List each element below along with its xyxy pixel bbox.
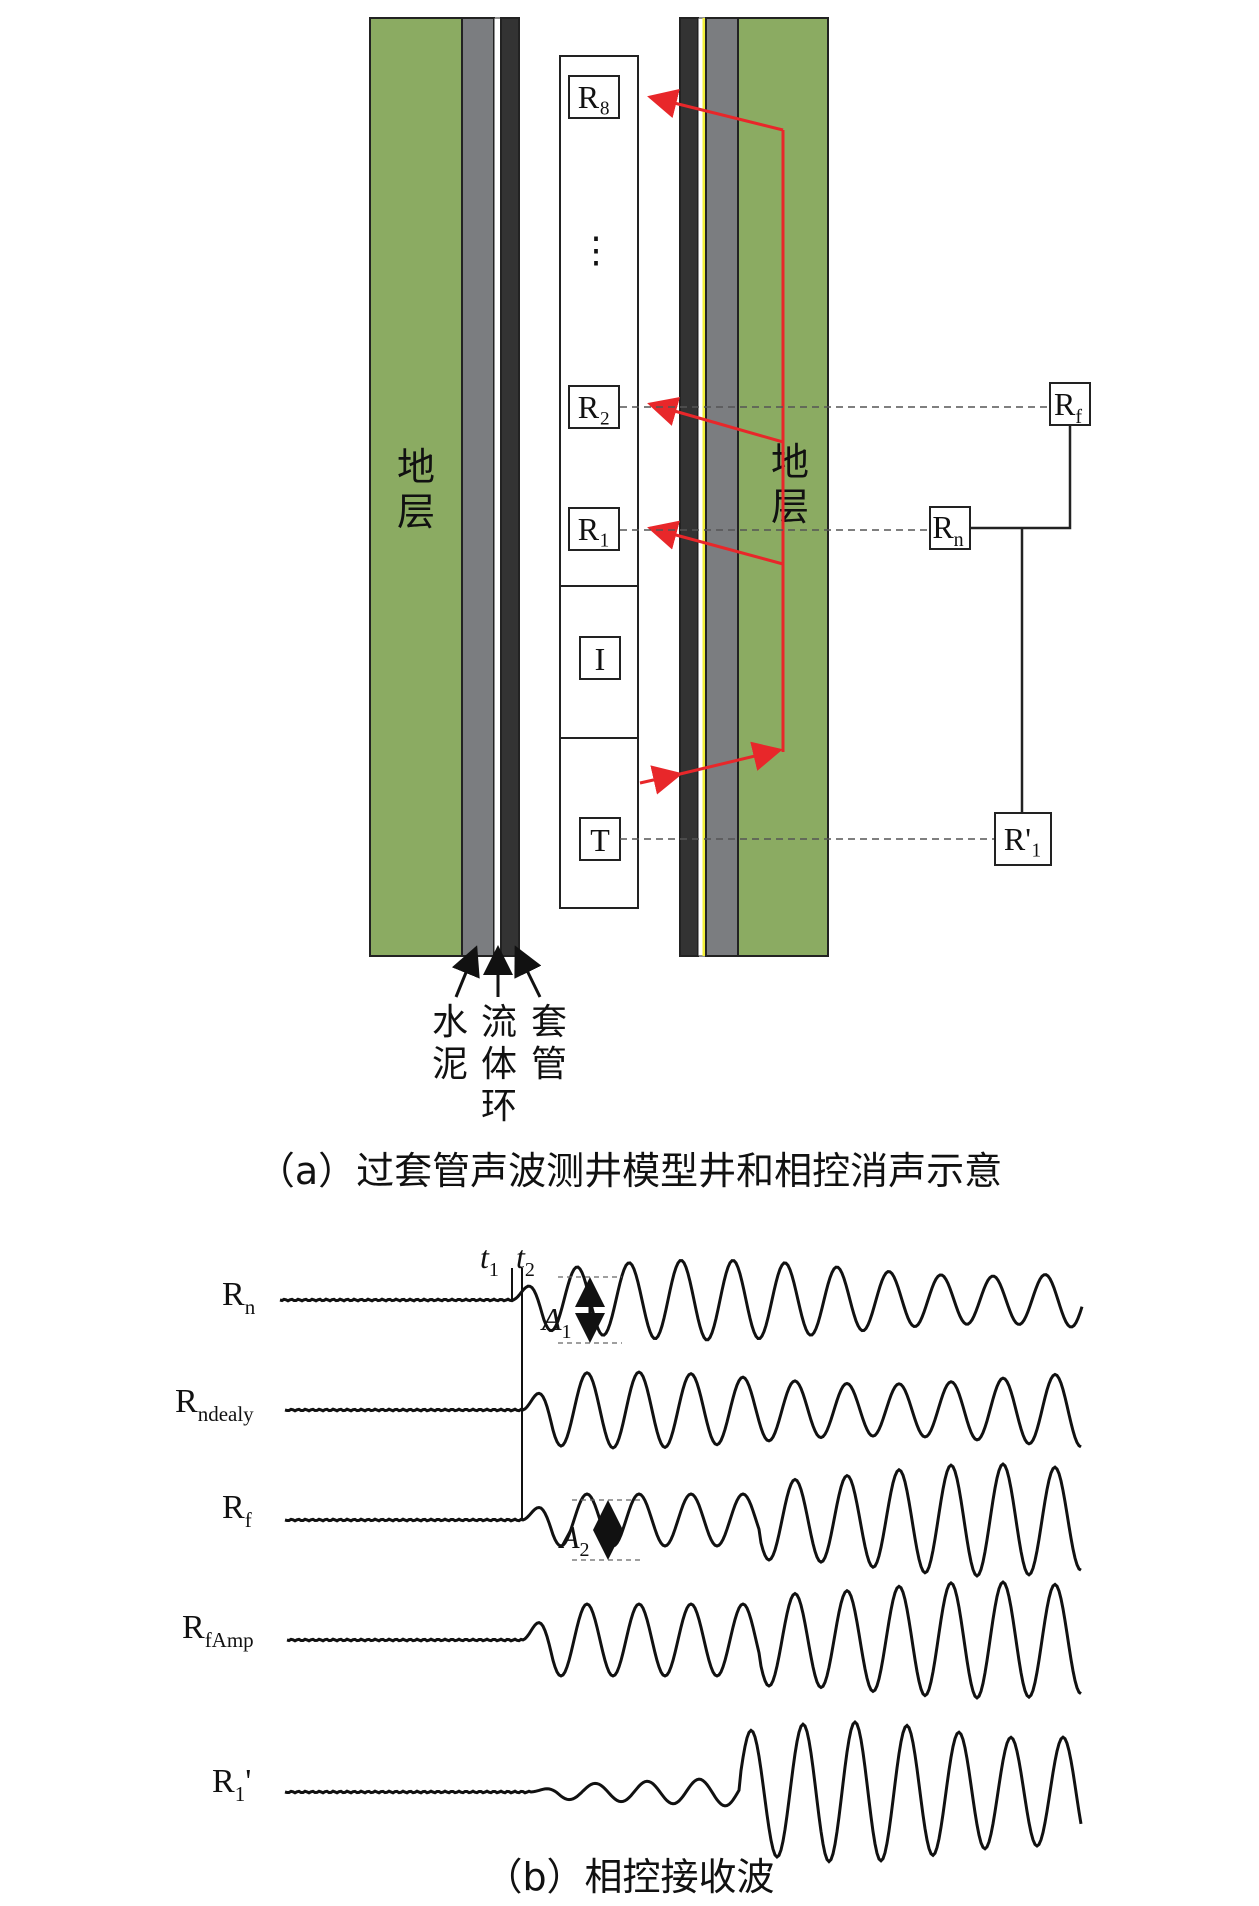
processing-wire-rf <box>970 425 1072 530</box>
transmitter-label: T <box>590 822 610 858</box>
cement-arrow <box>451 945 480 998</box>
formation-left-label-1: 地 <box>397 445 435 489</box>
a1-label: A1 <box>540 1301 572 1343</box>
isolator-box <box>579 636 621 680</box>
t2-label: t2 <box>516 1239 535 1281</box>
trace-rn <box>279 1259 1084 1342</box>
trace-label-rfamp: RfAmp <box>182 1609 254 1652</box>
receiver-r2-label: R₂ <box>578 389 611 425</box>
trace-label-r1prime: R1' <box>212 1763 251 1806</box>
well-model: R₈ ⋮ R₂ R₁ I T 地 层 地 层 Rf Rn <box>369 17 1091 1127</box>
receiver-r2-box <box>568 385 620 429</box>
receiver-r8-box <box>568 75 620 119</box>
trace-rndealy <box>284 1370 1082 1450</box>
fluid-label-2: 体 <box>481 1044 517 1085</box>
a2-label: A2 <box>558 1519 590 1561</box>
isolator-label: I <box>595 641 606 677</box>
receiver-r8-label: R₈ <box>578 79 611 115</box>
cement-label-2: 泥 <box>432 1044 468 1085</box>
waveform-panel: Rn Rndealy Rf RfAmp R1' t1 t2 A1 A2 <box>175 1239 1084 1864</box>
transmitter-box <box>579 817 621 861</box>
formation-right-label-2: 层 <box>771 485 809 529</box>
casing-label-2: 管 <box>531 1044 567 1085</box>
receiver-r1-label: R₁ <box>578 511 611 547</box>
cement-left <box>461 17 495 957</box>
fluid-label-3: 环 <box>481 1086 517 1127</box>
trace-label-rn: Rn <box>222 1276 256 1319</box>
casing-arrow <box>514 945 542 998</box>
cement-label-1: 水 <box>432 1002 468 1043</box>
trace-label-rndealy: Rndealy <box>175 1383 254 1426</box>
caption-a: （a）过套管声波测井模型井和相控消声示意 <box>256 1149 1003 1193</box>
fluid-ring-left <box>493 17 502 957</box>
ray-refract-down <box>679 741 783 776</box>
receiver-r1-box <box>568 507 620 551</box>
t1-label: t1 <box>480 1239 499 1281</box>
trace-r1prime <box>284 1719 1083 1864</box>
ray-to-r2 <box>647 396 784 444</box>
ray-to-r8 <box>647 88 784 132</box>
trace-label-rf: Rf <box>222 1489 252 1532</box>
trace-rf <box>284 1462 1082 1578</box>
fluid-label-1: 流 <box>481 1002 517 1043</box>
formation-left <box>369 17 463 957</box>
casing-right <box>679 17 699 957</box>
casing-left <box>500 17 520 957</box>
rn-box <box>929 506 971 550</box>
processing-diagram: Rf Rn R'₁ <box>620 382 1091 866</box>
caption-b: （b）相控接收波 <box>484 1855 775 1899</box>
tool-body <box>559 55 639 909</box>
receiver-dots: ⋮ <box>578 230 614 270</box>
r1-prime-box <box>994 812 1052 866</box>
trace-rfamp <box>286 1580 1082 1700</box>
r1-prime-label: R'₁ <box>1004 821 1042 857</box>
formation-left-label-2: 层 <box>397 490 435 534</box>
ray-source <box>639 765 683 795</box>
layer-arrows <box>451 945 542 998</box>
ray-paths <box>639 88 785 795</box>
cement-right <box>705 17 739 957</box>
casing-label-1: 套 <box>531 1002 567 1043</box>
ray-to-r1 <box>647 520 784 566</box>
formation-right-label-1: 地 <box>771 440 809 484</box>
